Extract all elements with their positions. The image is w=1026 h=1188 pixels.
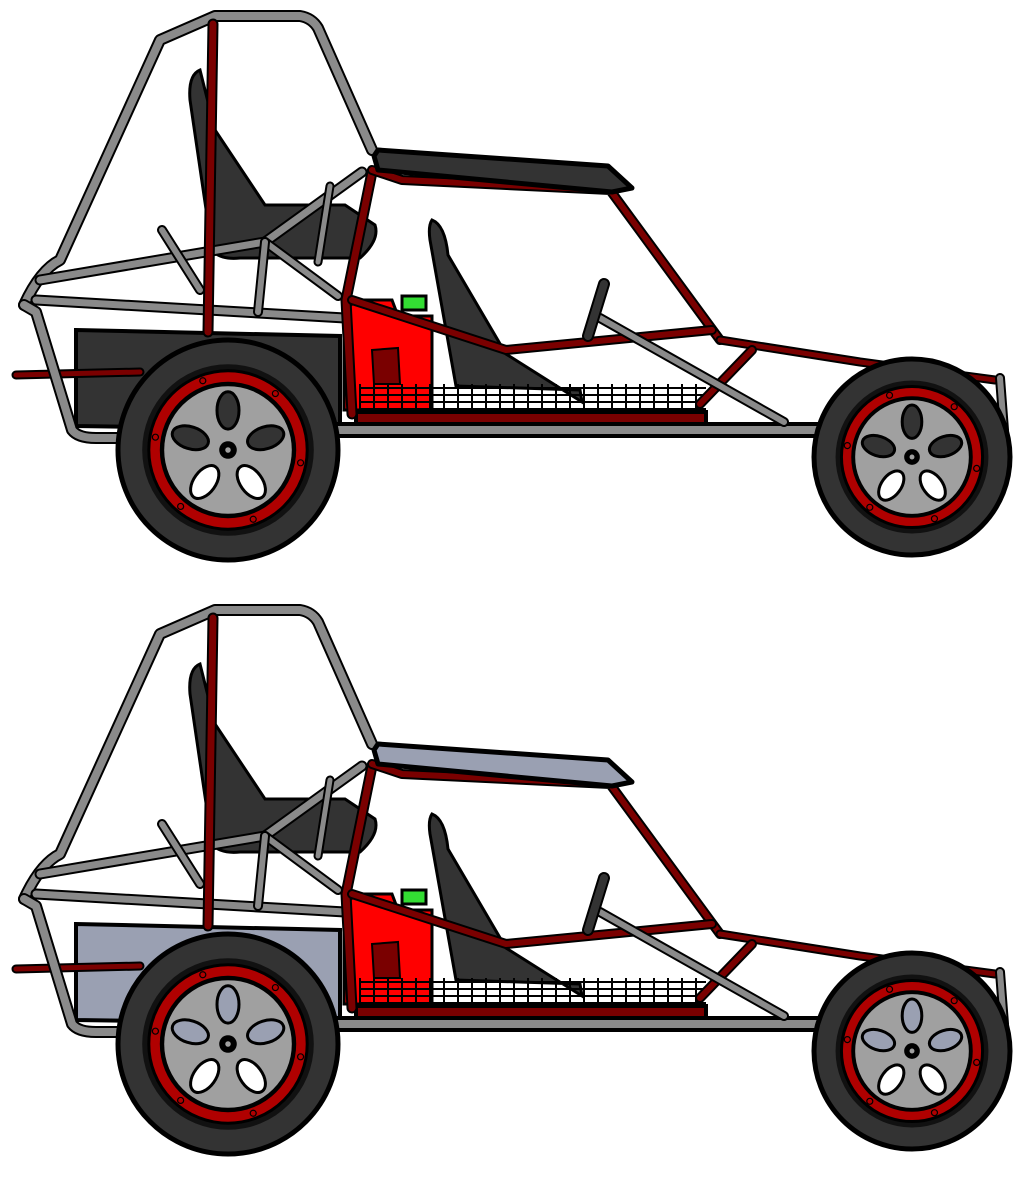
front-seat xyxy=(427,812,585,1000)
roof-panel xyxy=(371,147,635,195)
wheel xyxy=(811,356,1013,558)
floor-mesh xyxy=(359,978,706,1008)
jerry-can xyxy=(342,888,434,1006)
roof-panel xyxy=(371,741,635,789)
buggy-svg xyxy=(11,10,1013,563)
wheel xyxy=(115,337,341,563)
floor-rail xyxy=(354,1004,708,1020)
buggy-illustration-bottom: Buggy variant B xyxy=(0,594,1026,1188)
jerry-can xyxy=(342,294,434,412)
wheel xyxy=(115,931,341,1157)
wheel xyxy=(811,950,1013,1152)
buggy-svg xyxy=(11,604,1013,1157)
front-seat xyxy=(427,218,585,406)
floor-mesh xyxy=(359,384,706,414)
buggy-illustration-top: Buggy variant A xyxy=(11,10,1013,563)
floor-rail xyxy=(354,410,708,426)
